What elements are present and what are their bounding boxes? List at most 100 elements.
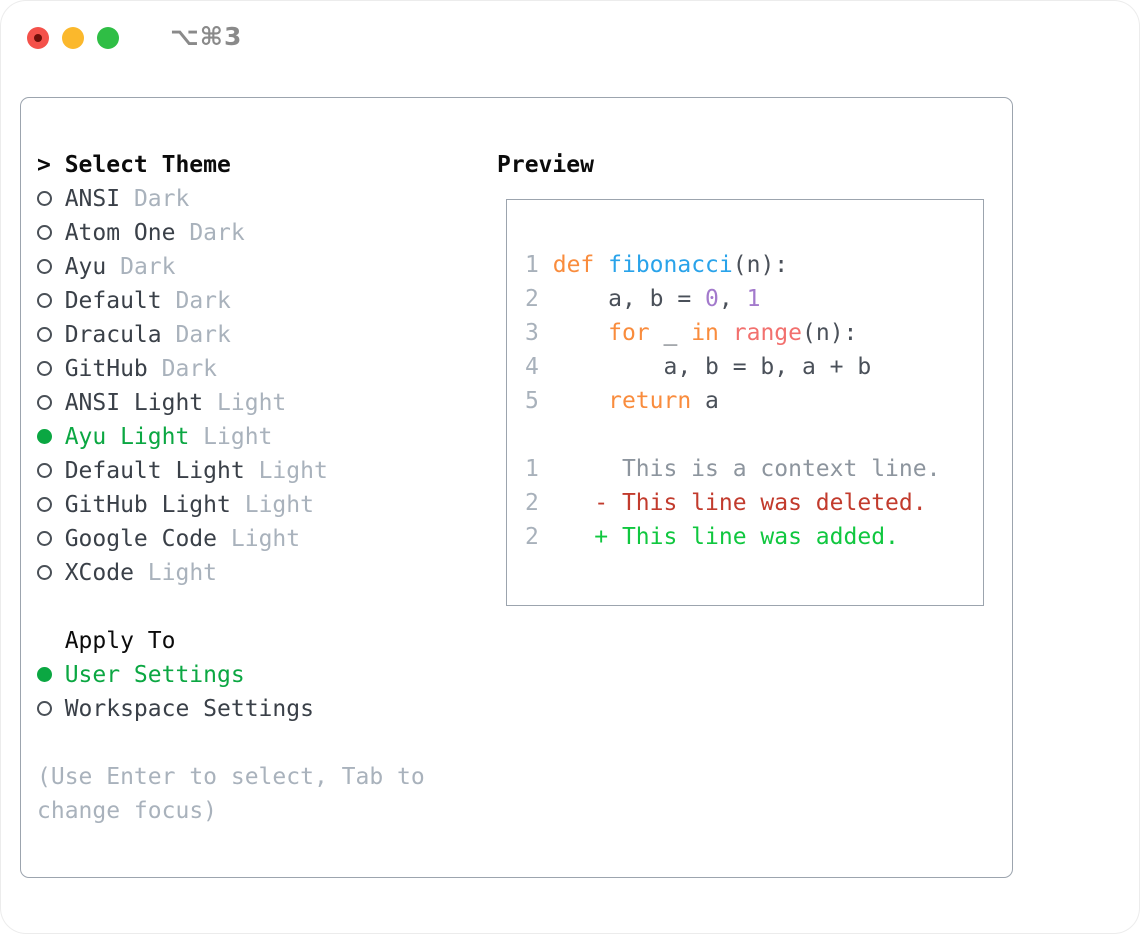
- theme-option[interactable]: ANSI Dark: [37, 182, 487, 216]
- theme-option[interactable]: ANSI Light Light: [37, 386, 487, 420]
- apply-option[interactable]: User Settings: [37, 658, 487, 692]
- code-token: [594, 252, 608, 278]
- theme-variant-tag: Light: [203, 424, 273, 450]
- theme-variant-tag: Dark: [120, 254, 176, 280]
- radio-cell: [37, 284, 65, 318]
- radio-cell: [37, 386, 65, 420]
- code-token: This is a context line.: [538, 456, 941, 482]
- code-token: [539, 252, 553, 278]
- code-token: [539, 320, 608, 346]
- apply-option-label: Workspace Settings: [64, 696, 314, 722]
- radio-icon: [37, 259, 52, 274]
- theme-option[interactable]: Ayu Dark: [37, 250, 487, 284]
- window-shortcut-label: ⌥⌘3: [170, 22, 243, 51]
- theme-name: Default: [64, 288, 162, 314]
- apply-option[interactable]: Workspace Settings: [37, 692, 487, 726]
- record-dot-icon: [34, 34, 42, 42]
- zoom-button[interactable]: [97, 27, 119, 49]
- radio-cell: [37, 250, 65, 284]
- code-token: return: [608, 388, 692, 414]
- radio-cell: [37, 182, 65, 216]
- code-token: range: [732, 320, 803, 346]
- theme-variant-tag: Light: [244, 492, 314, 518]
- code-token: (n):: [802, 320, 858, 346]
- theme-option[interactable]: GitHub Dark: [37, 352, 487, 386]
- theme-name: Ayu Light: [64, 424, 190, 450]
- theme-option[interactable]: Default Light Light: [37, 454, 487, 488]
- theme-variant-tag: Light: [258, 458, 328, 484]
- line-number: 4: [525, 354, 539, 380]
- apply-to-heading-row: Apply To: [37, 624, 487, 658]
- theme-variant-tag: Dark: [175, 322, 231, 348]
- code-token: - This line was deleted.: [538, 490, 927, 516]
- radio-cell: [37, 352, 65, 386]
- code-token: 1: [746, 286, 761, 312]
- theme-variant-tag: Dark: [161, 356, 218, 382]
- radio-cell: [37, 522, 65, 556]
- code-line: 2 + This line was added.: [525, 520, 983, 554]
- spacer: [37, 726, 487, 760]
- theme-option[interactable]: Google Code Light: [37, 522, 487, 556]
- line-number: 5: [525, 388, 539, 414]
- line-number: 2: [525, 524, 539, 550]
- theme-option[interactable]: Dracula Dark: [37, 318, 487, 352]
- radio-cell: [37, 488, 65, 522]
- theme-variant-tag: Dark: [175, 288, 231, 314]
- theme-list-heading-row: >Select Theme: [37, 148, 487, 182]
- theme-name: XCode: [64, 560, 134, 586]
- radio-icon: [37, 361, 52, 376]
- theme-option[interactable]: Ayu Light Light: [37, 420, 487, 454]
- radio-cell: [37, 216, 65, 250]
- theme-option[interactable]: GitHub Light Light: [37, 488, 487, 522]
- theme-name: GitHub: [64, 356, 148, 382]
- code-line: [525, 418, 983, 452]
- code-token: (n):: [732, 252, 789, 278]
- code-token: _: [649, 320, 692, 346]
- hint-text-line-2: change focus): [37, 798, 218, 824]
- radio-cell: [37, 556, 65, 590]
- radio-cell: [37, 318, 65, 352]
- code-token: [539, 388, 608, 414]
- radio-icon: [37, 531, 52, 546]
- apply-to-heading: Apply To: [64, 628, 176, 654]
- line-number: 1: [525, 252, 539, 278]
- radio-cell: [37, 420, 65, 454]
- close-button[interactable]: [27, 27, 49, 49]
- radio-icon: [37, 395, 52, 410]
- code-line: 1 This is a context line.: [525, 452, 983, 486]
- radio-icon: [37, 327, 52, 342]
- radio-icon: [37, 701, 52, 716]
- code-token: 0: [705, 286, 719, 312]
- theme-variant-tag: Dark: [133, 186, 190, 212]
- radio-icon: [37, 463, 52, 478]
- theme-name: Ayu: [64, 254, 107, 280]
- theme-name: ANSI Light: [64, 390, 204, 416]
- line-number: 2: [525, 286, 539, 312]
- line-number: 2: [525, 490, 539, 516]
- theme-variant-tag: Dark: [189, 220, 245, 246]
- theme-variant-tag: Light: [230, 526, 301, 552]
- radio-cell: [37, 454, 65, 488]
- line-number: 1: [525, 456, 539, 482]
- theme-option[interactable]: Default Dark: [37, 284, 487, 318]
- spacer: [37, 590, 487, 624]
- preview-heading: Preview: [497, 152, 594, 178]
- radio-selected-icon: [37, 667, 52, 682]
- code-line: 2 - This line was deleted.: [525, 486, 983, 520]
- apply-option-label: User Settings: [64, 662, 245, 688]
- code-token: ,: [718, 286, 747, 312]
- line-number: 3: [525, 320, 539, 346]
- code-token: in: [691, 320, 719, 346]
- minimize-button[interactable]: [62, 27, 84, 49]
- theme-option[interactable]: XCode Light: [37, 556, 487, 590]
- theme-list-heading: Select Theme: [64, 152, 231, 178]
- theme-option[interactable]: Atom One Dark: [37, 216, 487, 250]
- radio-icon: [37, 225, 52, 240]
- titlebar: ⌥⌘3: [0, 0, 1140, 76]
